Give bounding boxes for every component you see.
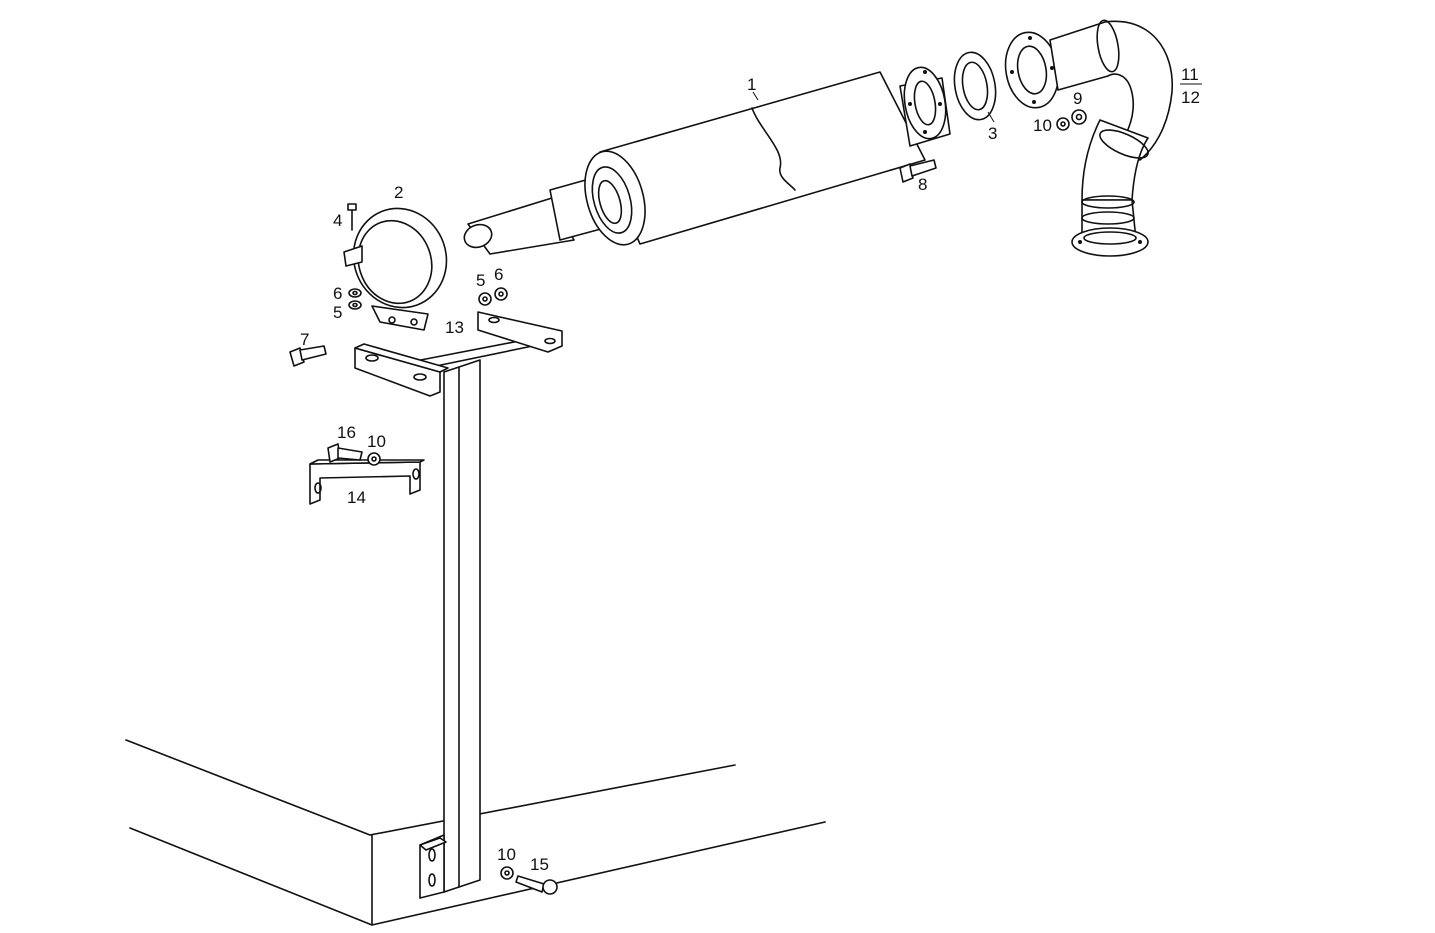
leader-line-gasket — [987, 111, 995, 123]
callout-6-upper: 6 — [494, 265, 503, 284]
callout-10-elbow: 10 — [1033, 116, 1052, 135]
lower-bracket-washer — [367, 452, 381, 466]
callout-10-post: 10 — [497, 845, 516, 864]
callout-8: 8 — [918, 175, 927, 194]
elbow-flange — [1004, 31, 1060, 109]
callout-15: 15 — [530, 855, 549, 874]
callout-16: 16 — [337, 423, 356, 442]
base-platform — [125, 739, 826, 926]
callout-3: 3 — [988, 124, 997, 143]
elbow-nut-washer — [1056, 109, 1087, 131]
support-arm — [354, 311, 563, 397]
post-washer — [500, 866, 514, 880]
callout-5-left: 5 — [333, 303, 342, 322]
muffler — [463, 71, 951, 255]
bracket-bolt — [289, 345, 327, 367]
post-bolt — [515, 875, 558, 895]
callout-4: 4 — [333, 211, 342, 230]
muffler-clamp — [343, 207, 448, 331]
callout-9: 9 — [1073, 89, 1082, 108]
arm-washer-nut — [478, 287, 508, 306]
callout-12: 12 — [1181, 88, 1200, 107]
callout-5-upper: 5 — [476, 271, 485, 290]
callout-7: 7 — [300, 330, 309, 349]
callout-6-left: 6 — [333, 284, 342, 303]
callout-10-lower-bracket: 10 — [367, 432, 386, 451]
callout-labels: 1 2 3 4 5 6 6 5 7 8 9 10 11 12 13 14 15 … — [300, 65, 1200, 874]
gasket — [953, 51, 997, 121]
clamp-bolt — [347, 203, 357, 231]
exhaust-elbow — [1049, 19, 1173, 257]
flange-bolt — [899, 159, 937, 183]
vertical-post — [419, 359, 481, 899]
callout-13: 13 — [445, 318, 464, 337]
muffler-flange — [903, 66, 947, 140]
lower-bracket-bolt — [327, 443, 363, 463]
clamp-washer-nut — [348, 288, 362, 310]
callout-14: 14 — [347, 488, 366, 507]
callout-2: 2 — [394, 183, 403, 202]
callout-11: 11 — [1181, 65, 1199, 84]
leader-line-muffler — [752, 91, 759, 101]
callout-1: 1 — [747, 75, 756, 94]
lower-bracket — [309, 459, 425, 505]
